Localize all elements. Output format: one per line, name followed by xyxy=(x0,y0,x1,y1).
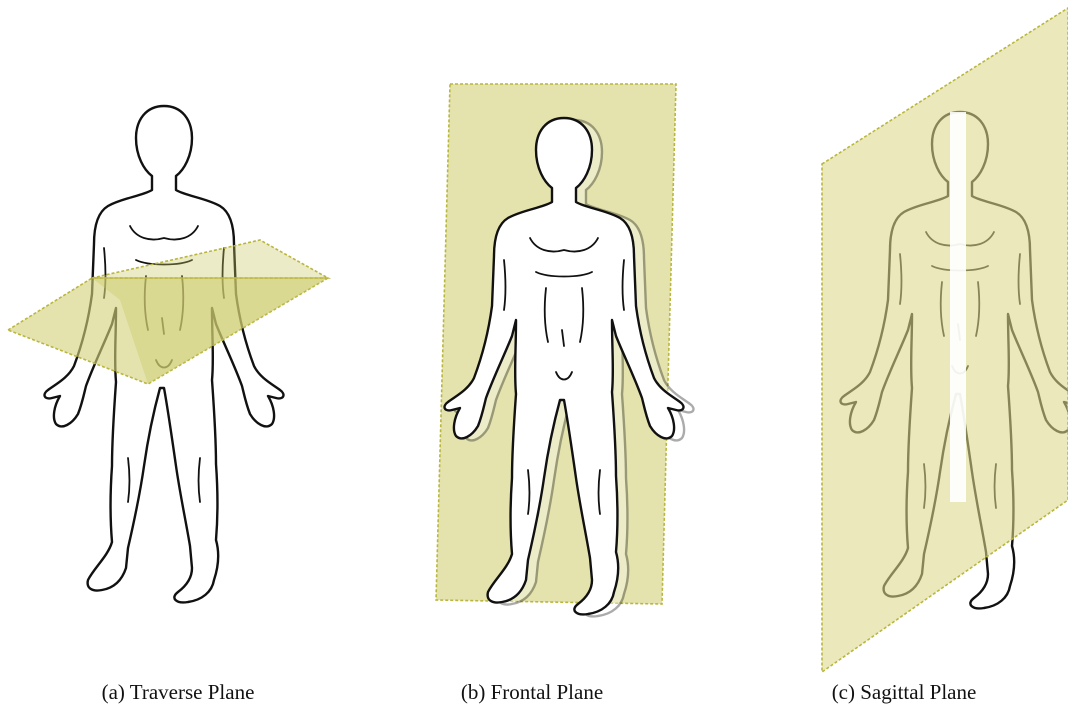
sagittal-plane-diagram xyxy=(712,0,1068,660)
caption-frontal-plane: (b) Frontal Plane xyxy=(382,680,682,705)
traverse-plane-diagram xyxy=(0,0,356,660)
panel-frontal-plane: (b) Frontal Plane xyxy=(356,0,712,717)
frontal-plane-diagram xyxy=(356,0,712,660)
caption-sagittal-plane: (c) Sagittal Plane xyxy=(754,680,1054,705)
panel-traverse-plane: (a) Traverse Plane xyxy=(0,0,356,717)
panel-sagittal-plane: (c) Sagittal Plane xyxy=(712,0,1068,717)
caption-traverse-plane: (a) Traverse Plane xyxy=(28,680,328,705)
sagittal-plane-shape xyxy=(822,8,1068,672)
